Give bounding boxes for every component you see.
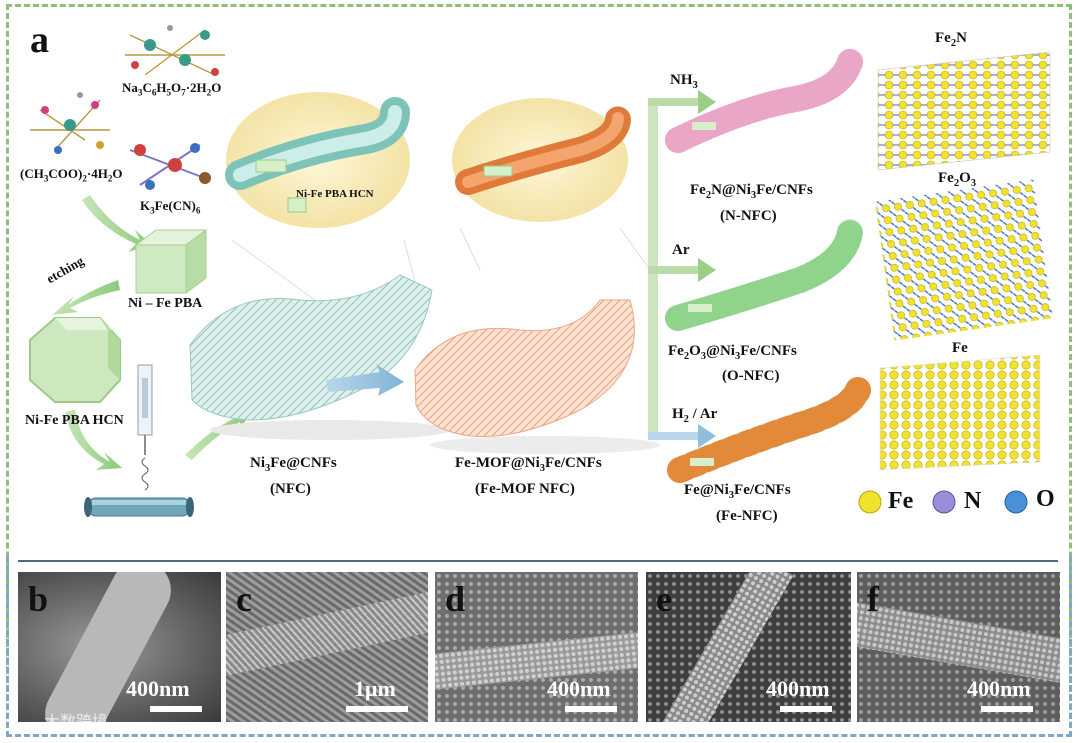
inset-hcn-label: Ni-Fe PBA HCN [296, 188, 374, 200]
inset-hcn-tube [225, 92, 410, 228]
watermark: 大数跨境 [44, 712, 109, 731]
pba-hcn-label: Ni-Fe PBA HCN [25, 413, 124, 428]
citrate-molecule-icon [125, 25, 225, 76]
fe-structure [879, 354, 1041, 471]
product-fe2o3-abbr: (O-NFC) [722, 368, 780, 384]
nfc-abbr: (NFC) [270, 481, 311, 497]
sem-scalebar-d [565, 706, 617, 712]
sem-panel-e: e 400nm [646, 572, 851, 722]
syringe-icon [137, 364, 153, 491]
arrow-4-icon [185, 410, 252, 460]
structure-fe-label: Fe [952, 340, 968, 356]
sem-scalebar-e [780, 706, 832, 712]
sem-scalebar-f [981, 706, 1033, 712]
fe2n-fiber [665, 49, 863, 153]
legend-fe-sphere-icon [858, 490, 882, 514]
legend-fe-label: Fe [888, 488, 914, 514]
sem-scale-f: 400nm [967, 676, 1031, 701]
panel-letter-a: a [30, 19, 49, 61]
sem-scale-b: 400nm [126, 676, 190, 701]
nfc-name: Ni3Fe@CNFs [250, 455, 337, 474]
legend-o-label: O [1036, 486, 1055, 512]
sem-label-b: b [28, 579, 49, 619]
acetate-molecule-icon [30, 92, 110, 154]
sem-scalebar-c [346, 706, 408, 712]
arrow-2-icon [52, 280, 120, 315]
structure-fe2o3-label: Fe2O3 [938, 170, 976, 189]
legend-o-sphere-icon [1004, 490, 1028, 514]
pba-hcn-icon [29, 317, 121, 403]
fe2n-structure [877, 51, 1051, 171]
legend-n-label: N [964, 488, 982, 514]
section-divider [18, 560, 1058, 562]
arrow-to-femof-icon [326, 364, 404, 396]
femof-fiber-mat [414, 299, 635, 437]
structure-fe2n-label: Fe2N [935, 30, 967, 49]
sem-scalebar-b [150, 706, 202, 712]
gas-ar: Ar [672, 242, 690, 258]
sem-panel-b: b 400nm [18, 572, 221, 722]
sem-panel-f: f 400nm [857, 572, 1060, 722]
reagent-acetate: (CH3COO)2·4H2O [20, 166, 123, 184]
sem-scale-d: 400nm [547, 676, 611, 701]
schematic [29, 25, 1053, 517]
sem-scale-e: 400nm [766, 676, 830, 701]
arrow-3-icon [65, 410, 122, 470]
reagent-citrate: Na3C6H5O7·2H2O [122, 80, 222, 98]
reagent-ferricyanide: K3Fe(CN)6 [140, 198, 201, 216]
sem-label-e: e [656, 579, 672, 619]
sem-label-c: c [236, 579, 252, 619]
fe2o3-fiber [665, 219, 863, 331]
inset-femof-fiber [452, 98, 631, 222]
fe-fiber [667, 377, 871, 483]
sem-label-f: f [867, 579, 879, 619]
femof-name: Fe-MOF@Ni3Fe/CNFs [455, 455, 602, 474]
ferricyanide-molecule-icon [129, 143, 211, 190]
product-fe-abbr: (Fe-NFC) [716, 508, 778, 524]
gas-h2ar: H2 / Ar [672, 406, 718, 425]
pba-cube-label: Ni – Fe PBA [128, 296, 203, 311]
femof-shadow [430, 436, 660, 454]
pba-cube-icon [134, 229, 208, 294]
product-fe-name: Fe@Ni3Fe/CNFs [684, 482, 791, 501]
product-fe2o3-name: Fe2O3@Ni3Fe/CNFs [668, 343, 797, 362]
nfc-shadow [210, 420, 450, 440]
sem-scale-c: 1μm [354, 676, 396, 701]
product-fe2n-name: Fe2N@Ni3Fe/CNFs [690, 182, 813, 201]
collector-drum-icon [84, 497, 194, 517]
arrow-1-icon [82, 195, 152, 252]
fe2o3-structure [875, 179, 1053, 341]
legend-n-sphere-icon [932, 490, 956, 514]
sem-panel-d: d 400nm [435, 572, 638, 722]
branch-arrows-icon [648, 90, 716, 448]
figure-frame-bottom [6, 556, 1072, 737]
nfc-fiber-mat [189, 274, 433, 421]
product-fe2n-abbr: (N-NFC) [720, 208, 777, 224]
gas-nh3: NH3 [670, 72, 698, 91]
femof-abbr: (Fe-MOF NFC) [475, 481, 575, 497]
sem-label-d: d [445, 579, 466, 619]
sem-panel-c: c 1μm [226, 572, 428, 722]
